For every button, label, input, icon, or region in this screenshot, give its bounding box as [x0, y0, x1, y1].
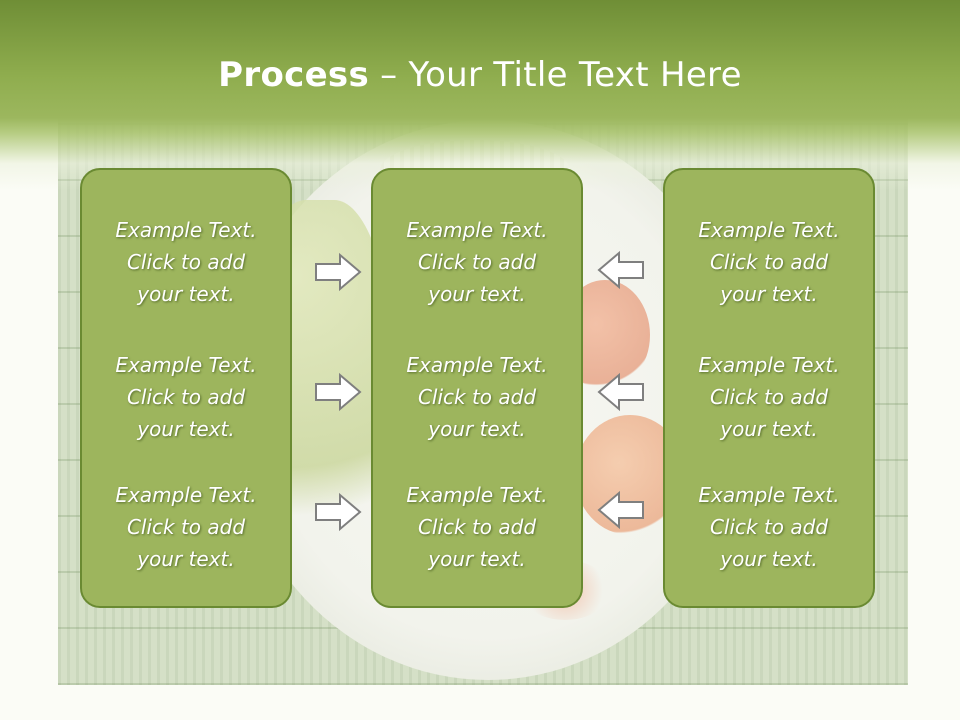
- process-box-center[interactable]: Example Text. Click to add your text. Ex…: [371, 168, 583, 608]
- text-line: your text.: [720, 547, 818, 571]
- header-band: [0, 0, 960, 190]
- text-item[interactable]: Example Text. Click to add your text.: [373, 214, 581, 310]
- text-line: Example Text.: [698, 483, 840, 507]
- text-line: Example Text.: [406, 483, 548, 507]
- text-line: Click to add: [709, 515, 829, 539]
- text-item[interactable]: Example Text. Click to add your text.: [373, 479, 581, 575]
- text-line: Click to add: [126, 385, 246, 409]
- process-box-right[interactable]: Example Text. Click to add your text. Ex…: [663, 168, 875, 608]
- text-line: Example Text.: [115, 483, 257, 507]
- arrow-right-icon: [315, 252, 362, 292]
- text-item[interactable]: Example Text. Click to add your text.: [665, 349, 873, 445]
- text-line: your text.: [137, 547, 235, 571]
- arrow-right-icon: [315, 492, 362, 532]
- arrow-right-icon: [315, 372, 362, 412]
- text-line: Example Text.: [698, 353, 840, 377]
- text-line: your text.: [428, 547, 526, 571]
- text-line: your text.: [720, 417, 818, 441]
- text-line: Example Text.: [698, 218, 840, 242]
- text-line: your text.: [428, 417, 526, 441]
- text-line: your text.: [137, 417, 235, 441]
- text-line: your text.: [428, 282, 526, 306]
- text-line: your text.: [137, 282, 235, 306]
- arrow-left-icon: [597, 372, 644, 412]
- text-item[interactable]: Example Text. Click to add your text.: [82, 214, 290, 310]
- text-item[interactable]: Example Text. Click to add your text.: [373, 349, 581, 445]
- text-line: Click to add: [709, 385, 829, 409]
- slide-title[interactable]: Process – Your Title Text Here: [0, 55, 960, 95]
- text-line: your text.: [720, 282, 818, 306]
- text-item[interactable]: Example Text. Click to add your text.: [665, 214, 873, 310]
- text-line: Example Text.: [406, 353, 548, 377]
- text-item[interactable]: Example Text. Click to add your text.: [665, 479, 873, 575]
- text-line: Example Text.: [406, 218, 548, 242]
- process-box-left[interactable]: Example Text. Click to add your text. Ex…: [80, 168, 292, 608]
- text-line: Click to add: [709, 250, 829, 274]
- text-line: Click to add: [126, 250, 246, 274]
- text-line: Example Text.: [115, 218, 257, 242]
- text-line: Example Text.: [115, 353, 257, 377]
- text-line: Click to add: [417, 515, 537, 539]
- arrow-left-icon: [597, 250, 644, 290]
- title-rest: – Your Title Text Here: [369, 55, 742, 95]
- text-line: Click to add: [126, 515, 246, 539]
- text-line: Click to add: [417, 250, 537, 274]
- text-item[interactable]: Example Text. Click to add your text.: [82, 479, 290, 575]
- arrow-left-icon: [597, 490, 644, 530]
- title-bold: Process: [218, 55, 370, 95]
- text-item[interactable]: Example Text. Click to add your text.: [82, 349, 290, 445]
- text-line: Click to add: [417, 385, 537, 409]
